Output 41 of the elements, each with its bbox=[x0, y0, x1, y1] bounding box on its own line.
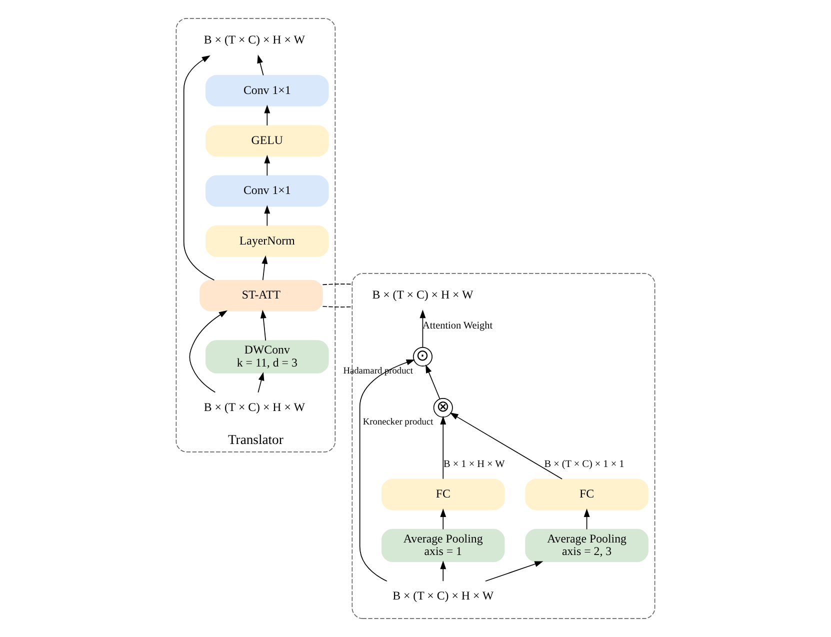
arrow bbox=[264, 154, 270, 176]
arrow bbox=[189, 310, 228, 393]
arrow bbox=[264, 205, 270, 226]
arrow bbox=[450, 412, 563, 480]
node-circle: ⊙ bbox=[412, 346, 432, 367]
node-box: FC bbox=[525, 478, 648, 510]
arrow bbox=[183, 55, 215, 281]
arrow bbox=[264, 104, 270, 126]
edge-label: B × 1 × H × W bbox=[444, 458, 505, 470]
arrow bbox=[440, 508, 446, 530]
edge-label: B × (T × C) × 1 × 1 bbox=[544, 458, 624, 470]
node-text: B × (T × C) × H × W bbox=[392, 588, 494, 603]
node-text: B × (T × C) × H × W bbox=[204, 400, 305, 414]
arrow bbox=[260, 310, 266, 341]
arrow bbox=[359, 360, 415, 582]
node-box: Conv 1×1 bbox=[206, 74, 329, 106]
edge-label: Attention Weight bbox=[422, 320, 493, 332]
arrow bbox=[258, 372, 264, 393]
node-circle: ⊗ bbox=[433, 398, 453, 418]
node-box: GELU bbox=[206, 125, 329, 157]
node-text: B × (T × C) × H × W bbox=[204, 32, 305, 47]
arrow bbox=[485, 561, 544, 582]
node-box: FC bbox=[382, 478, 505, 510]
node-label: Kronecker product bbox=[362, 418, 434, 428]
arrow bbox=[440, 416, 446, 480]
node-box: Average Pooling axis = 1 bbox=[382, 528, 505, 562]
node-box: DWConv k = 11, d = 3 bbox=[206, 340, 329, 374]
arrow bbox=[440, 560, 446, 582]
node-box: Conv 1×1 bbox=[206, 175, 329, 207]
node-box: Average Pooling axis = 2, 3 bbox=[525, 528, 648, 562]
arrow bbox=[420, 310, 426, 348]
node-box: ST-ATT bbox=[200, 280, 323, 312]
connector bbox=[322, 284, 353, 286]
arrow bbox=[426, 364, 440, 400]
arrow bbox=[257, 54, 264, 76]
arrow bbox=[262, 255, 268, 280]
arrow bbox=[584, 508, 590, 530]
connector bbox=[322, 306, 353, 308]
node-label: Hadamard product bbox=[343, 366, 413, 377]
node-box: LayerNorm bbox=[206, 225, 329, 257]
node-text: B × (T × C) × H × W bbox=[372, 288, 474, 302]
